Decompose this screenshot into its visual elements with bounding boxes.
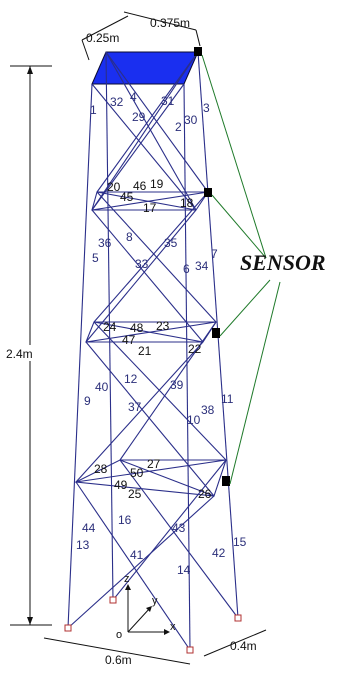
member-label: 24: [103, 320, 117, 334]
member-label: 42: [212, 546, 226, 560]
member-label: 18: [180, 196, 194, 210]
base-depth-label: 0.4m: [230, 639, 257, 653]
member-label: 21: [138, 344, 152, 358]
member-label: 2: [175, 120, 182, 134]
member-label: 49: [114, 478, 128, 492]
height-dimension: 2.4m: [3, 65, 52, 626]
member-label: 46: [133, 179, 147, 193]
member-label: 8: [126, 230, 133, 244]
member-label: 28: [94, 462, 108, 476]
member-label: 39: [170, 378, 184, 392]
member-label: 33: [135, 257, 149, 271]
member-label: 1: [90, 103, 97, 117]
member-label: 16: [118, 513, 132, 527]
sensor-lines: [201, 54, 281, 485]
member-label: 47: [122, 333, 136, 347]
member-label: 25: [128, 487, 142, 501]
coordinate-axes: z x y o: [116, 573, 176, 641]
base-dimensions: 0.6m 0.4m: [43, 629, 267, 667]
member-labels: 1 2 3 4 5 6 7 8 9 10 11 12 13 14 15 16 1…: [76, 90, 247, 577]
member-label: 32: [110, 95, 124, 109]
member-label: 22: [188, 342, 202, 356]
member-label: 48: [130, 321, 144, 335]
sensor-label: SENSOR: [240, 250, 326, 275]
member-label: 20: [107, 180, 121, 194]
top-depth-label: 0.375m: [150, 16, 190, 30]
origin-label: o: [116, 629, 122, 641]
member-label: 27: [147, 457, 161, 471]
top-plate: [91, 51, 199, 85]
member-label: 11: [221, 392, 234, 406]
member-label: 23: [156, 319, 170, 333]
top-width-label: 0.25m: [86, 31, 119, 45]
member-label: 5: [92, 251, 99, 265]
sensor-nodes: [194, 47, 230, 486]
member-label: 35: [164, 236, 178, 250]
top-dimensions: 0.25m 0.375m: [81, 11, 201, 61]
base-width-label: 0.6m: [105, 653, 132, 667]
member-label: 41: [130, 548, 144, 562]
member-label: 37: [128, 400, 142, 414]
member-label: 30: [184, 113, 198, 127]
y-axis-label: y: [152, 595, 158, 607]
x-axis-label: x: [170, 621, 176, 633]
member-label: 4: [130, 90, 137, 104]
member-label: 17: [143, 201, 157, 215]
member-label: 14: [177, 563, 191, 577]
member-label: 7: [211, 247, 218, 261]
member-label: 10: [187, 413, 201, 427]
member-label: 40: [95, 380, 109, 394]
member-label: 38: [201, 403, 215, 417]
member-label: 19: [150, 177, 164, 191]
member-label: 6: [183, 262, 190, 276]
member-label: 9: [84, 394, 91, 408]
member-label: 26: [198, 487, 212, 501]
member-label: 29: [132, 110, 146, 124]
z-axis-label: z: [124, 573, 130, 585]
height-label: 2.4m: [6, 347, 33, 361]
member-label: 31: [161, 94, 175, 108]
base-supports: [64, 596, 242, 654]
member-label: 3: [203, 101, 210, 115]
member-label: 36: [98, 236, 112, 250]
member-label: 44: [82, 521, 96, 535]
member-label: 45: [120, 190, 134, 204]
bracing: [67, 51, 239, 651]
member-label: 15: [233, 535, 247, 549]
member-label: 12: [124, 372, 138, 386]
member-label: 43: [172, 521, 186, 535]
member-label: 13: [76, 538, 90, 552]
member-label: 34: [195, 259, 209, 273]
member-label: 50: [130, 466, 144, 480]
